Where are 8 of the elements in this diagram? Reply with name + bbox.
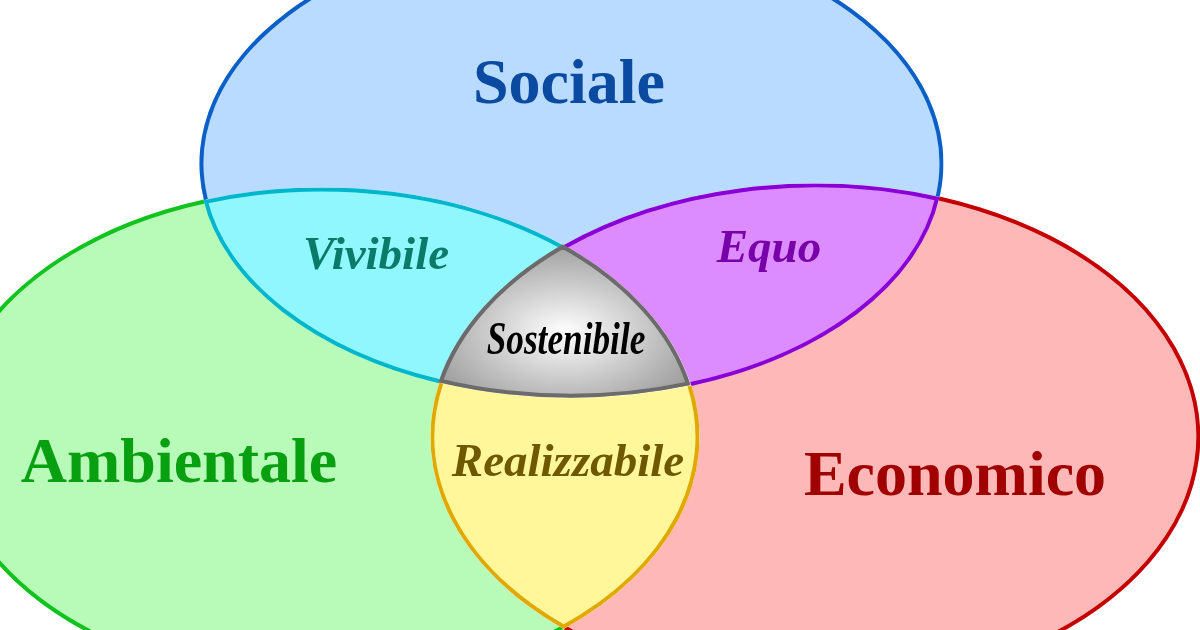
set-label: Ambientale bbox=[20, 427, 338, 495]
overlap-label: Equo bbox=[716, 222, 822, 272]
overlap-label: Sostenibile bbox=[486, 314, 646, 364]
set-label: Economico bbox=[803, 440, 1107, 508]
set-label: Sociale bbox=[473, 48, 665, 116]
overlap-label: Realizzabile bbox=[451, 436, 685, 486]
overlap-region bbox=[429, 382, 700, 630]
overlap-label: Vivibile bbox=[302, 229, 450, 279]
